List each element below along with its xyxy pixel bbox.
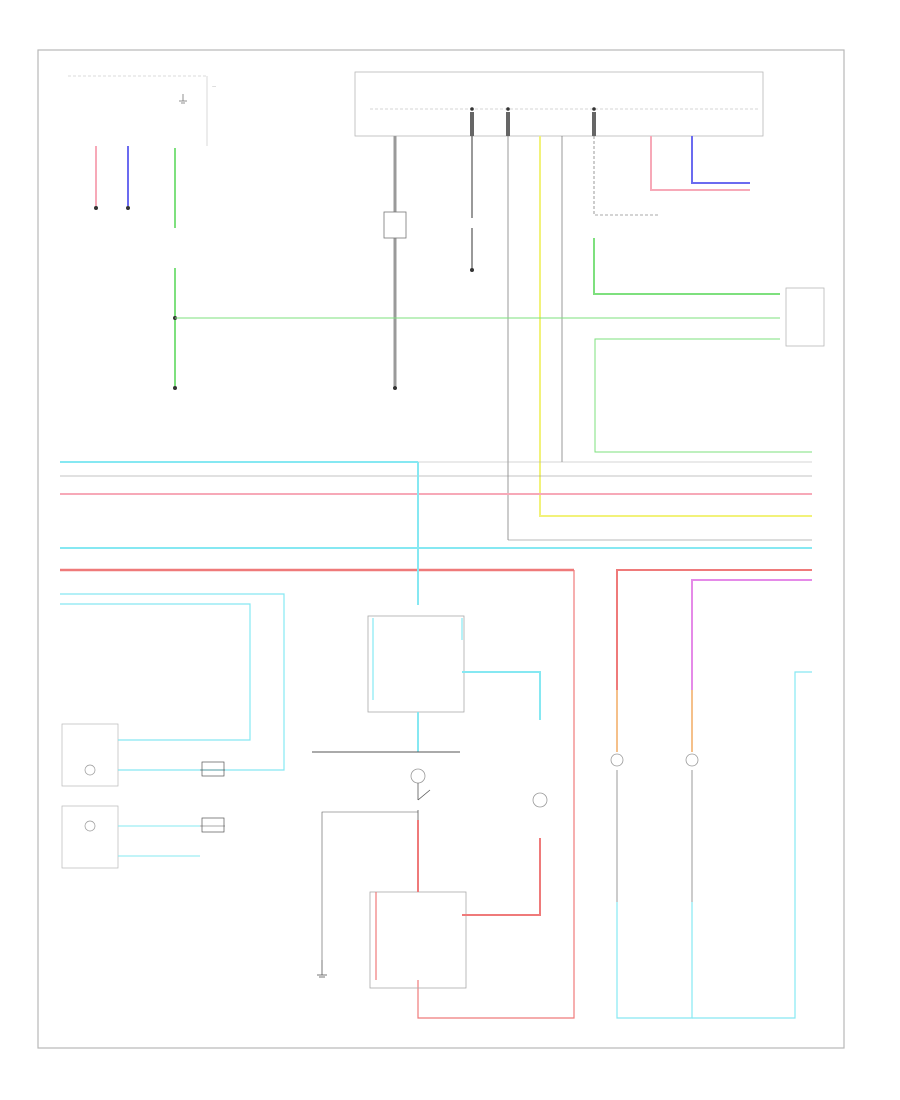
fuse-box [383,211,407,239]
right-connector [785,287,825,347]
harness-lines [60,461,812,1019]
wire-green-lower [594,338,812,453]
relay-lower [369,820,541,989]
wire-green-upper [593,238,780,295]
switch-icon [417,783,431,820]
wire-cyan-4 [60,603,251,741]
svg-text:—: — [212,84,216,89]
wire-magenta [691,579,812,752]
wire-cyan-right [616,902,693,1019]
ground-icon [317,974,327,978]
ground-icon [179,94,187,104]
wire-pink-top [650,136,750,191]
left-switch-block [61,723,225,869]
control-unit [354,71,764,137]
top-left-connectors: — [68,75,216,390]
diagram-frame [37,49,845,1049]
diode-icon [201,761,225,833]
bulb-icon [610,753,699,767]
connector-icon [84,764,96,832]
relay-upper [312,615,541,753]
wire-red-right [616,569,812,740]
wire-blue-top [691,136,750,184]
bulb-icon [410,768,548,808]
wire-yellow [539,136,812,517]
